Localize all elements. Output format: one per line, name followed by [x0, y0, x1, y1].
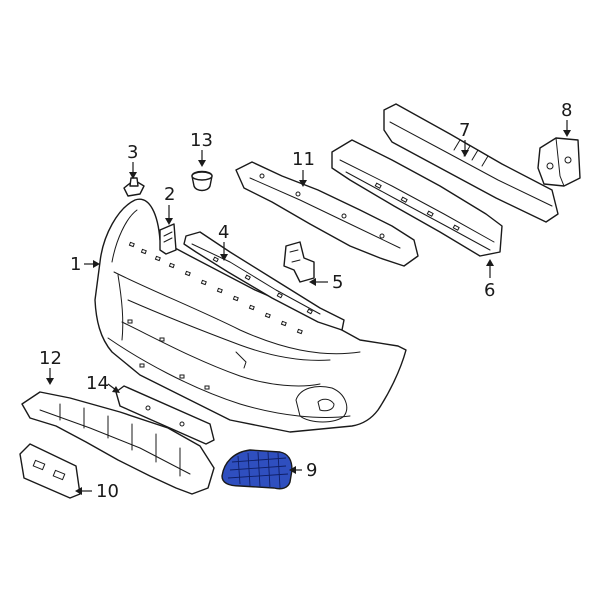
- callout-label-5: 5: [332, 272, 343, 293]
- callout-label-10: 10: [96, 481, 119, 502]
- strip-part-14: [115, 385, 215, 445]
- callout-3: 3: [127, 142, 138, 179]
- callout-label-9: 9: [306, 460, 317, 481]
- callout-4: 4: [218, 222, 229, 261]
- callout-label-14: 14: [86, 373, 109, 394]
- callout-13: 13: [190, 130, 213, 167]
- callout-9: 9: [289, 460, 317, 481]
- mounting-bracket-part-8: [537, 137, 581, 187]
- callout-10: 10: [75, 481, 119, 502]
- callout-7: 7: [459, 120, 470, 157]
- callout-14: 14: [86, 373, 120, 394]
- callout-8: 8: [561, 100, 572, 137]
- push-clip-part-3: [123, 177, 145, 197]
- callout-5: 5: [309, 272, 343, 293]
- callout-label-2: 2: [164, 184, 175, 205]
- callout-label-4: 4: [218, 222, 229, 243]
- reinforcement-beam-part-7: [383, 103, 559, 223]
- bumper-cover-part-1: [94, 198, 407, 433]
- callout-11: 11: [292, 149, 315, 187]
- callout-2: 2: [164, 184, 175, 225]
- callout-label-11: 11: [292, 149, 315, 170]
- callout-6: 6: [484, 259, 495, 301]
- callout-12: 12: [39, 348, 62, 385]
- callout-label-12: 12: [39, 348, 62, 369]
- bumper-mounting-slots: [127, 241, 303, 390]
- impact-absorber-part-6: [331, 139, 503, 257]
- callout-1: 1: [70, 254, 100, 275]
- callout-label-3: 3: [127, 142, 138, 163]
- lower-shield-part-12: [21, 391, 215, 495]
- license-bracket-part-10: [19, 443, 81, 499]
- grommet-part-13: [191, 170, 213, 192]
- absorber-part-11: [235, 161, 419, 267]
- bracket-part-5: [283, 241, 315, 283]
- callout-label-1: 1: [70, 254, 81, 275]
- callout-label-13: 13: [190, 130, 213, 151]
- callout-label-7: 7: [459, 120, 470, 141]
- callout-label-8: 8: [561, 100, 572, 121]
- grille-insert-part-9: [221, 449, 293, 490]
- bracket-part-2: [159, 223, 177, 255]
- callout-label-6: 6: [484, 280, 495, 301]
